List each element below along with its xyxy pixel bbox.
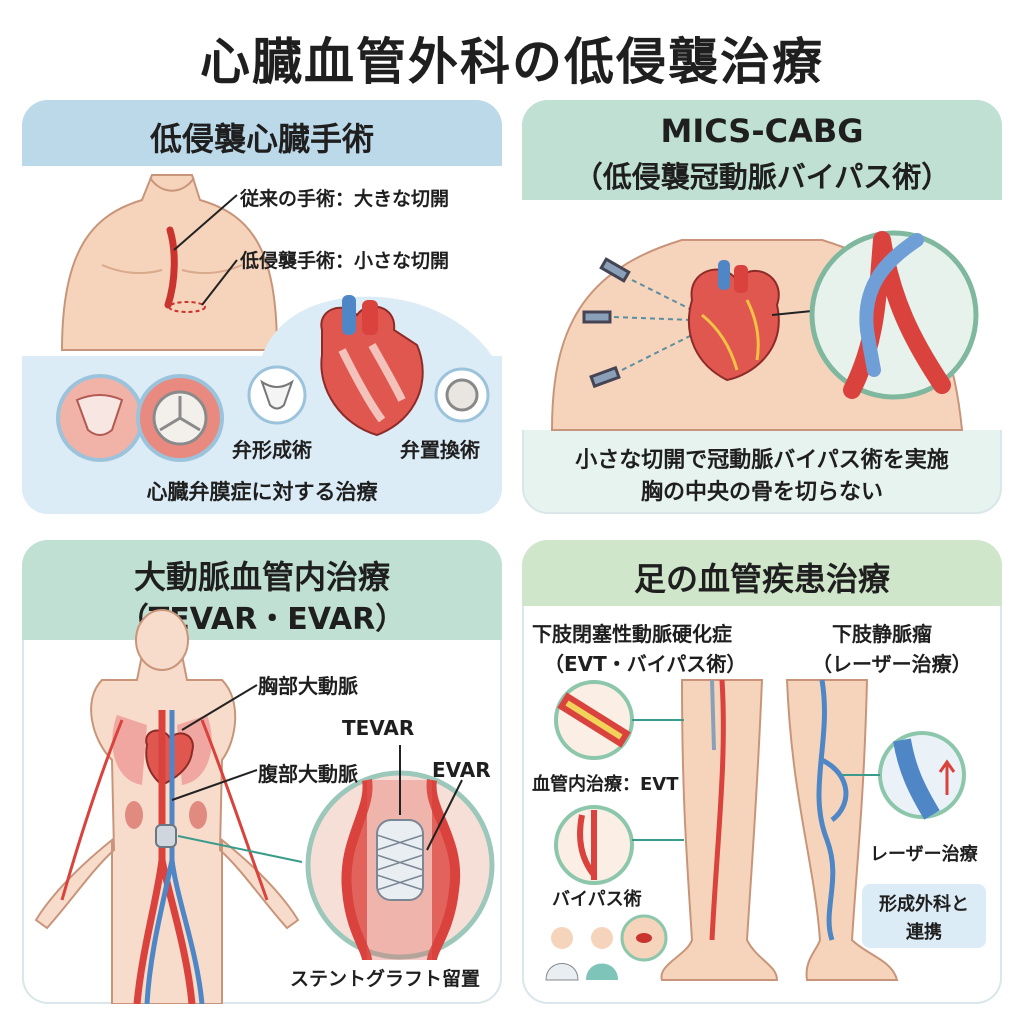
right-title-line1: 下肢静脈瘤 (832, 622, 932, 646)
panel2-illustration (522, 200, 1002, 431)
panel2-heading-line1: MICS-CABG (660, 112, 864, 150)
panel1-header-bg (22, 100, 502, 166)
collab-line2: 連携 (906, 922, 942, 943)
left-title-line2: （EVT・バイパス術） (544, 652, 747, 676)
label-conventional-surgery: 従来の手術：大きな切開 (240, 188, 450, 210)
collab-box (862, 884, 986, 948)
panel2-caption-line1: 小さな切開で冠動脈バイパス術を実施 (575, 448, 949, 473)
collab-line1: 形成外科と (879, 894, 969, 915)
panel3-heading-line1: 大動脈血管内治療 (133, 558, 390, 596)
label-thoracic-aorta: 胸部大動脈 (258, 674, 358, 698)
left-title-line1: 下肢閉塞性動脈硬化症 (532, 622, 732, 646)
large-incision-mark (164, 226, 178, 309)
panel3-header-bg (22, 540, 502, 640)
label-minimal-surgery: 低侵襲手術：小さな切開 (240, 250, 450, 272)
panel2-heading-line2: （低侵襲冠動脈バイパス術） (573, 160, 951, 194)
panel1-heading: 低侵襲心臓手術 (149, 120, 374, 158)
label-stent-graft: ステントグラフト留置 (290, 968, 481, 990)
panel1-caption: 心臓弁膜症に対する治療 (146, 480, 378, 504)
panel3-illustration (34, 609, 495, 1004)
right-title-line2: （レーザー治療） (812, 652, 972, 676)
panel2-header-bg (522, 100, 1002, 200)
label-evar: EVAR (432, 758, 491, 782)
label-tevar: TEVAR (342, 716, 415, 740)
panel2-caption-line2: 胸の中央の骨を切らない (640, 480, 883, 505)
main-title: 心臓血管外科の低侵襲治療 (200, 33, 824, 91)
panel1-illustration (22, 166, 502, 514)
label-abdominal-aorta: 腹部大動脈 (258, 762, 358, 786)
panel4-header-bg (522, 540, 1002, 606)
panel4-illustration (545, 679, 966, 981)
label-laser: レーザー治療 (870, 844, 978, 865)
panel-leg-vascular: 足の血管疾患治療 下肢閉塞性動脈硬化症 （EVT・バイパス術） 下肢静脈瘤 （レ… (522, 540, 1002, 1004)
panel-minimally-invasive-cardiac-surgery: 低侵襲心臓手術 従来の手術：大きな切開 低侵襲手術：小さな切開 弁 (22, 100, 502, 514)
small-incision-mark (168, 301, 206, 313)
label-evt: 血管内治療：EVT (532, 774, 679, 795)
label-valve-replacement: 弁置換術 (400, 438, 480, 462)
panel4-heading: 足の血管疾患治療 (633, 560, 890, 598)
panel-aortic-endovascular: 大動脈血管内治療 （TEVAR・EVAR） 胸部大動脈 腹部大動脈 TEVAR (22, 540, 502, 1004)
panel-mics-cabg: MICS-CABG （低侵襲冠動脈バイパス術） 小さな切開で冠動脈バイパス術を実… (522, 100, 1002, 514)
label-valve-plasty: 弁形成術 (232, 438, 312, 462)
label-bypass: バイパス術 (552, 889, 642, 910)
